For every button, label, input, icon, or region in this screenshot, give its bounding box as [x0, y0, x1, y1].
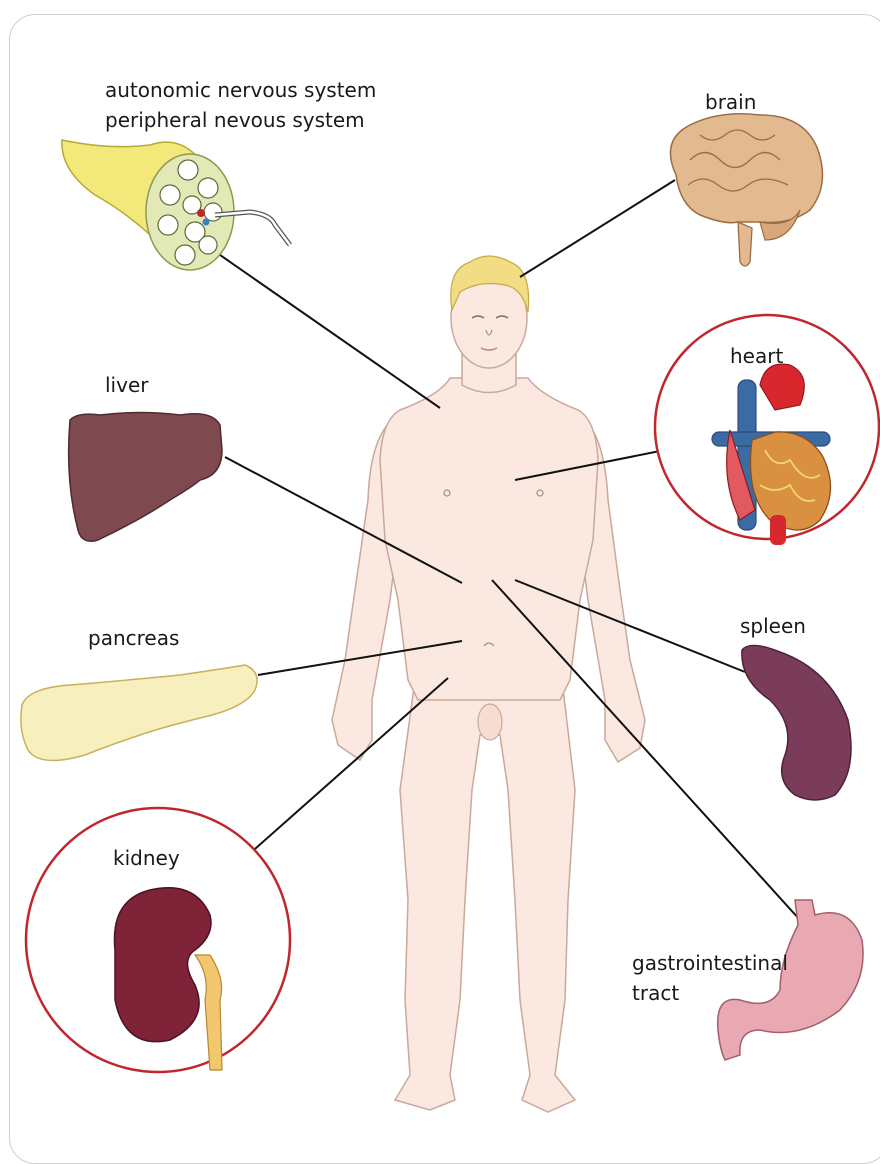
spleen-illustration: [742, 645, 851, 800]
liver-illustration: [69, 413, 222, 542]
label-brain: brain: [705, 89, 756, 116]
label-tract: tract: [632, 980, 679, 1007]
label-kidney: kidney: [113, 845, 180, 872]
pancreas-illustration: [21, 665, 257, 760]
human-body: [332, 256, 645, 1112]
label-peripheral-nervous-system: peripheral nevous system: [105, 107, 365, 134]
label-gastrointestinal: gastrointestinal: [632, 950, 788, 977]
label-liver: liver: [105, 372, 148, 399]
label-pancreas: pancreas: [88, 625, 179, 652]
stomach-illustration: [718, 900, 863, 1060]
label-heart: heart: [730, 343, 783, 370]
connector-nervous-system: [210, 248, 440, 408]
nerve-bundle-illustration: [62, 140, 290, 270]
brain-illustration: [670, 114, 822, 266]
label-autonomic-nervous-system: autonomic nervous system: [105, 77, 376, 104]
label-spleen: spleen: [740, 613, 806, 640]
connector-brain: [520, 180, 675, 277]
